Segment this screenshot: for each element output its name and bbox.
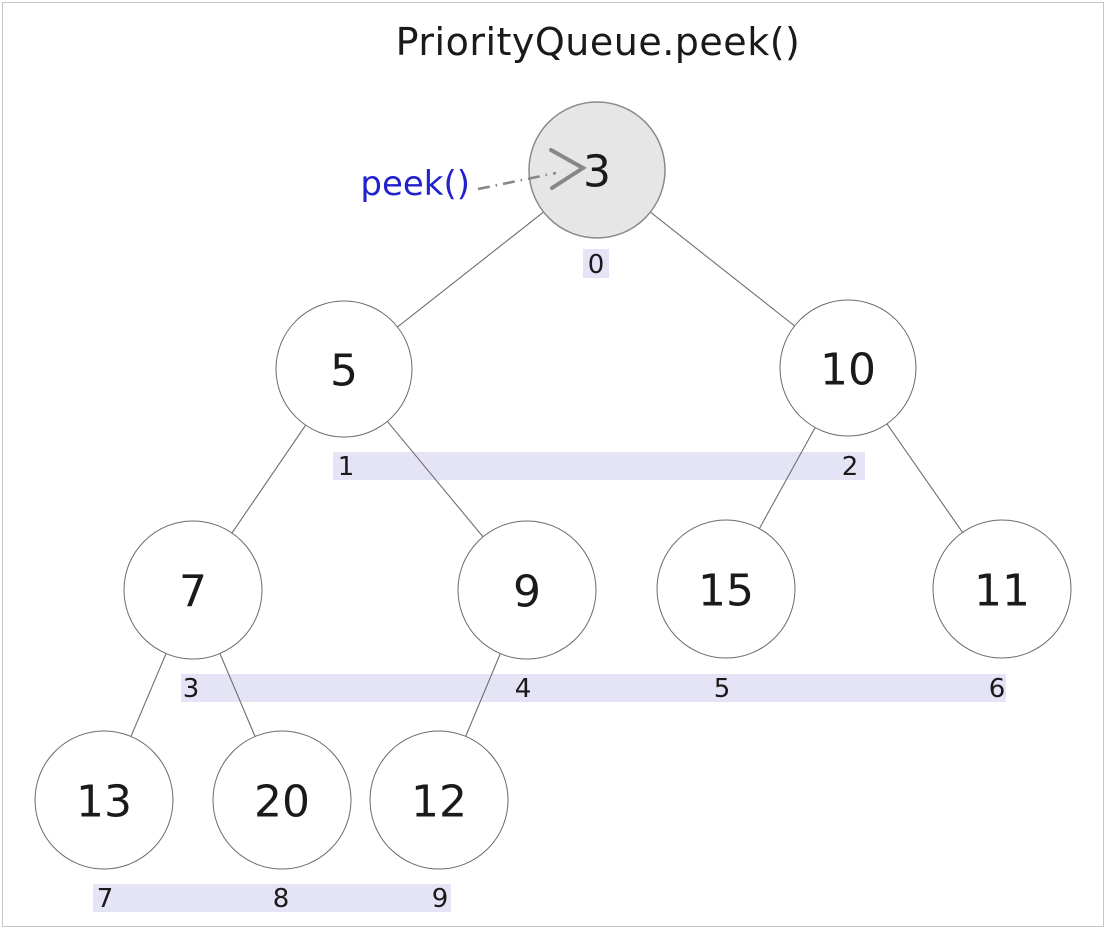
index-label: 8 [273, 884, 290, 914]
heap-node-value: 7 [179, 567, 207, 618]
heap-node-value: 13 [76, 777, 132, 828]
index-band [93, 884, 451, 912]
heap-node-circle [457, 520, 597, 660]
index-label: 3 [183, 674, 200, 704]
index-label: 5 [714, 674, 731, 704]
heap-node-value: 15 [698, 566, 754, 617]
heap-node-circle [34, 730, 174, 870]
index-band [181, 674, 1006, 702]
heap-node-value: 12 [411, 777, 467, 828]
heap-node-value: 9 [513, 567, 541, 618]
heap-node-value: 5 [330, 346, 358, 397]
index-label: 4 [515, 674, 532, 704]
index-label: 1 [338, 452, 355, 482]
index-band [333, 452, 865, 480]
heap-node-value: 3 [583, 147, 611, 198]
index-band [583, 249, 609, 278]
heap-node-circle [369, 730, 509, 870]
heap-node-value: 20 [254, 777, 310, 828]
heap-node-circle [656, 519, 796, 659]
index-label: 2 [842, 452, 859, 482]
heap-node-circle [212, 730, 352, 870]
heap-node-circle [932, 519, 1072, 659]
index-label: 7 [97, 884, 114, 914]
heap-node-value: 11 [974, 566, 1030, 617]
heap-node-circle [779, 299, 917, 437]
heap-node-circle [123, 520, 263, 660]
peek-annotation-label: peek() [360, 164, 470, 204]
heap-node-value: 10 [820, 345, 876, 396]
index-label: 9 [432, 884, 449, 914]
peek-arrowhead-icon [549, 148, 587, 190]
figure-title: PriorityQueue.peek() [395, 20, 801, 64]
index-label: 6 [989, 674, 1006, 704]
heap-node-circle [275, 300, 413, 438]
index-label: 0 [588, 250, 605, 280]
heap-root-node-circle [528, 101, 666, 239]
